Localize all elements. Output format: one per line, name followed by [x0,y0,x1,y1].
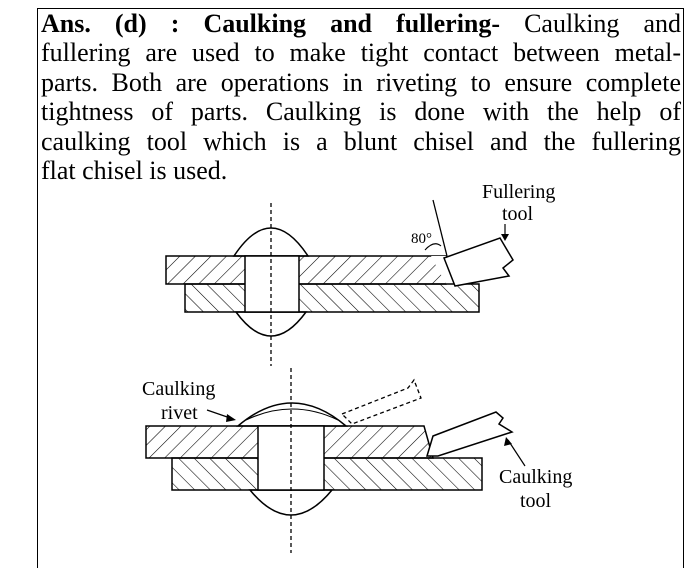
caulking-tool-dashed [340,378,422,425]
fullering-tool-axis [432,199,448,257]
answer-title: Caulking and fullering- [203,9,501,38]
caulking-tool [425,411,514,457]
caulked-rivet-head-inner [245,408,339,421]
top-upper-plate [165,255,447,285]
fullering-tool-label-1: Fullering [482,181,555,203]
caulking-tool-label-2: tool [520,490,552,512]
bottom-lower-plate [171,457,483,491]
caulking-rivet-label-2: rivet [161,402,198,424]
answer-line-2: fullering are used to make tight contact… [41,38,681,68]
answer-line-5: caulking tool which is a blunt chisel an… [41,126,681,156]
fullering-tool-label-2: tool [502,203,534,225]
answer-line-1-text: Caulking and [500,9,682,38]
caulking-rivet-label-1: Caulking [142,378,215,400]
caulked-rivet-head [235,402,349,427]
top-lower-plate [184,283,480,313]
caulking-tool-leader [507,439,526,467]
angle-label: 80° [411,231,432,247]
answer-prefix: Ans. (d) : [41,9,204,38]
answer-line-6: flat chisel is used. [41,156,228,186]
caulking-tool-arrowhead [504,437,512,446]
answer-line-3: parts. Both are operations in riveting t… [41,67,681,97]
caulking-rivet-arrowhead [226,414,236,422]
angle-arc [424,243,442,251]
caulking-diagram: Caulking rivet Caulking tool [142,368,572,553]
caulking-tool-label-1: Caulking [499,466,572,488]
fullering-diagram: Fullering tool 80° [165,181,555,366]
fullering-tool [443,237,514,287]
top-rivet-head-upper [232,227,310,257]
answer-line-4: tightness of parts. Caulking is done wit… [41,97,681,127]
answer-paragraph: Ans. (d) : Caulking and fullering- Caulk… [41,9,681,185]
answer-line-1: Ans. (d) : Caulking and fullering- Caulk… [41,9,681,38]
answer-frame [37,8,684,568]
fullering-arrowhead [501,234,509,241]
riveting-figure: Fullering tool 80° Caulking rivet Caulki… [142,181,572,553]
top-rivet-shank [244,255,300,313]
